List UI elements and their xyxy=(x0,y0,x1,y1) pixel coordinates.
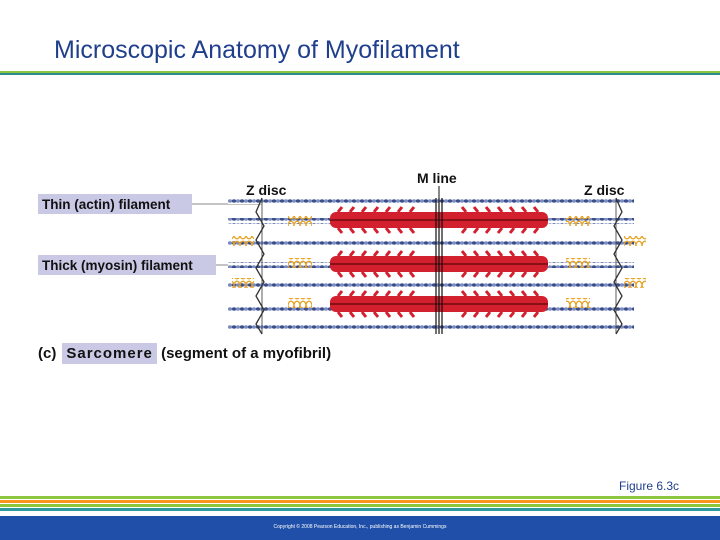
title-underline xyxy=(0,71,720,75)
thick-filament-label: Thick (myosin) filament xyxy=(42,258,193,273)
z-disc-left xyxy=(255,197,265,335)
z-disc-right-label: Z disc xyxy=(584,182,625,198)
sarcomere-term: Sarcomere xyxy=(62,343,157,364)
footer-bar xyxy=(0,516,720,540)
titin-coils xyxy=(232,216,646,308)
copyright-text: Copyright © 2008 Pearson Education, Inc.… xyxy=(273,524,447,530)
footer-stripes xyxy=(0,496,720,516)
z-disc-right xyxy=(613,197,623,335)
caption-rest: (segment of a myofibril) xyxy=(161,345,332,362)
m-line-label: M line xyxy=(417,170,457,186)
figure-caption: (c) Sarcomere (segment of a myofibril) xyxy=(38,343,332,364)
thin-filament-label: Thin (actin) filament xyxy=(42,197,171,212)
figure-reference: Figure 6.3c xyxy=(619,479,680,493)
caption-letter: (c) xyxy=(38,345,57,362)
thick-filament-label-box xyxy=(38,255,216,275)
z-disc-left-label: Z disc xyxy=(246,182,287,198)
slide-title: Microscopic Anatomy of Myofilament xyxy=(54,36,460,64)
m-line xyxy=(435,198,443,334)
thin-filament-label-box xyxy=(38,194,192,214)
